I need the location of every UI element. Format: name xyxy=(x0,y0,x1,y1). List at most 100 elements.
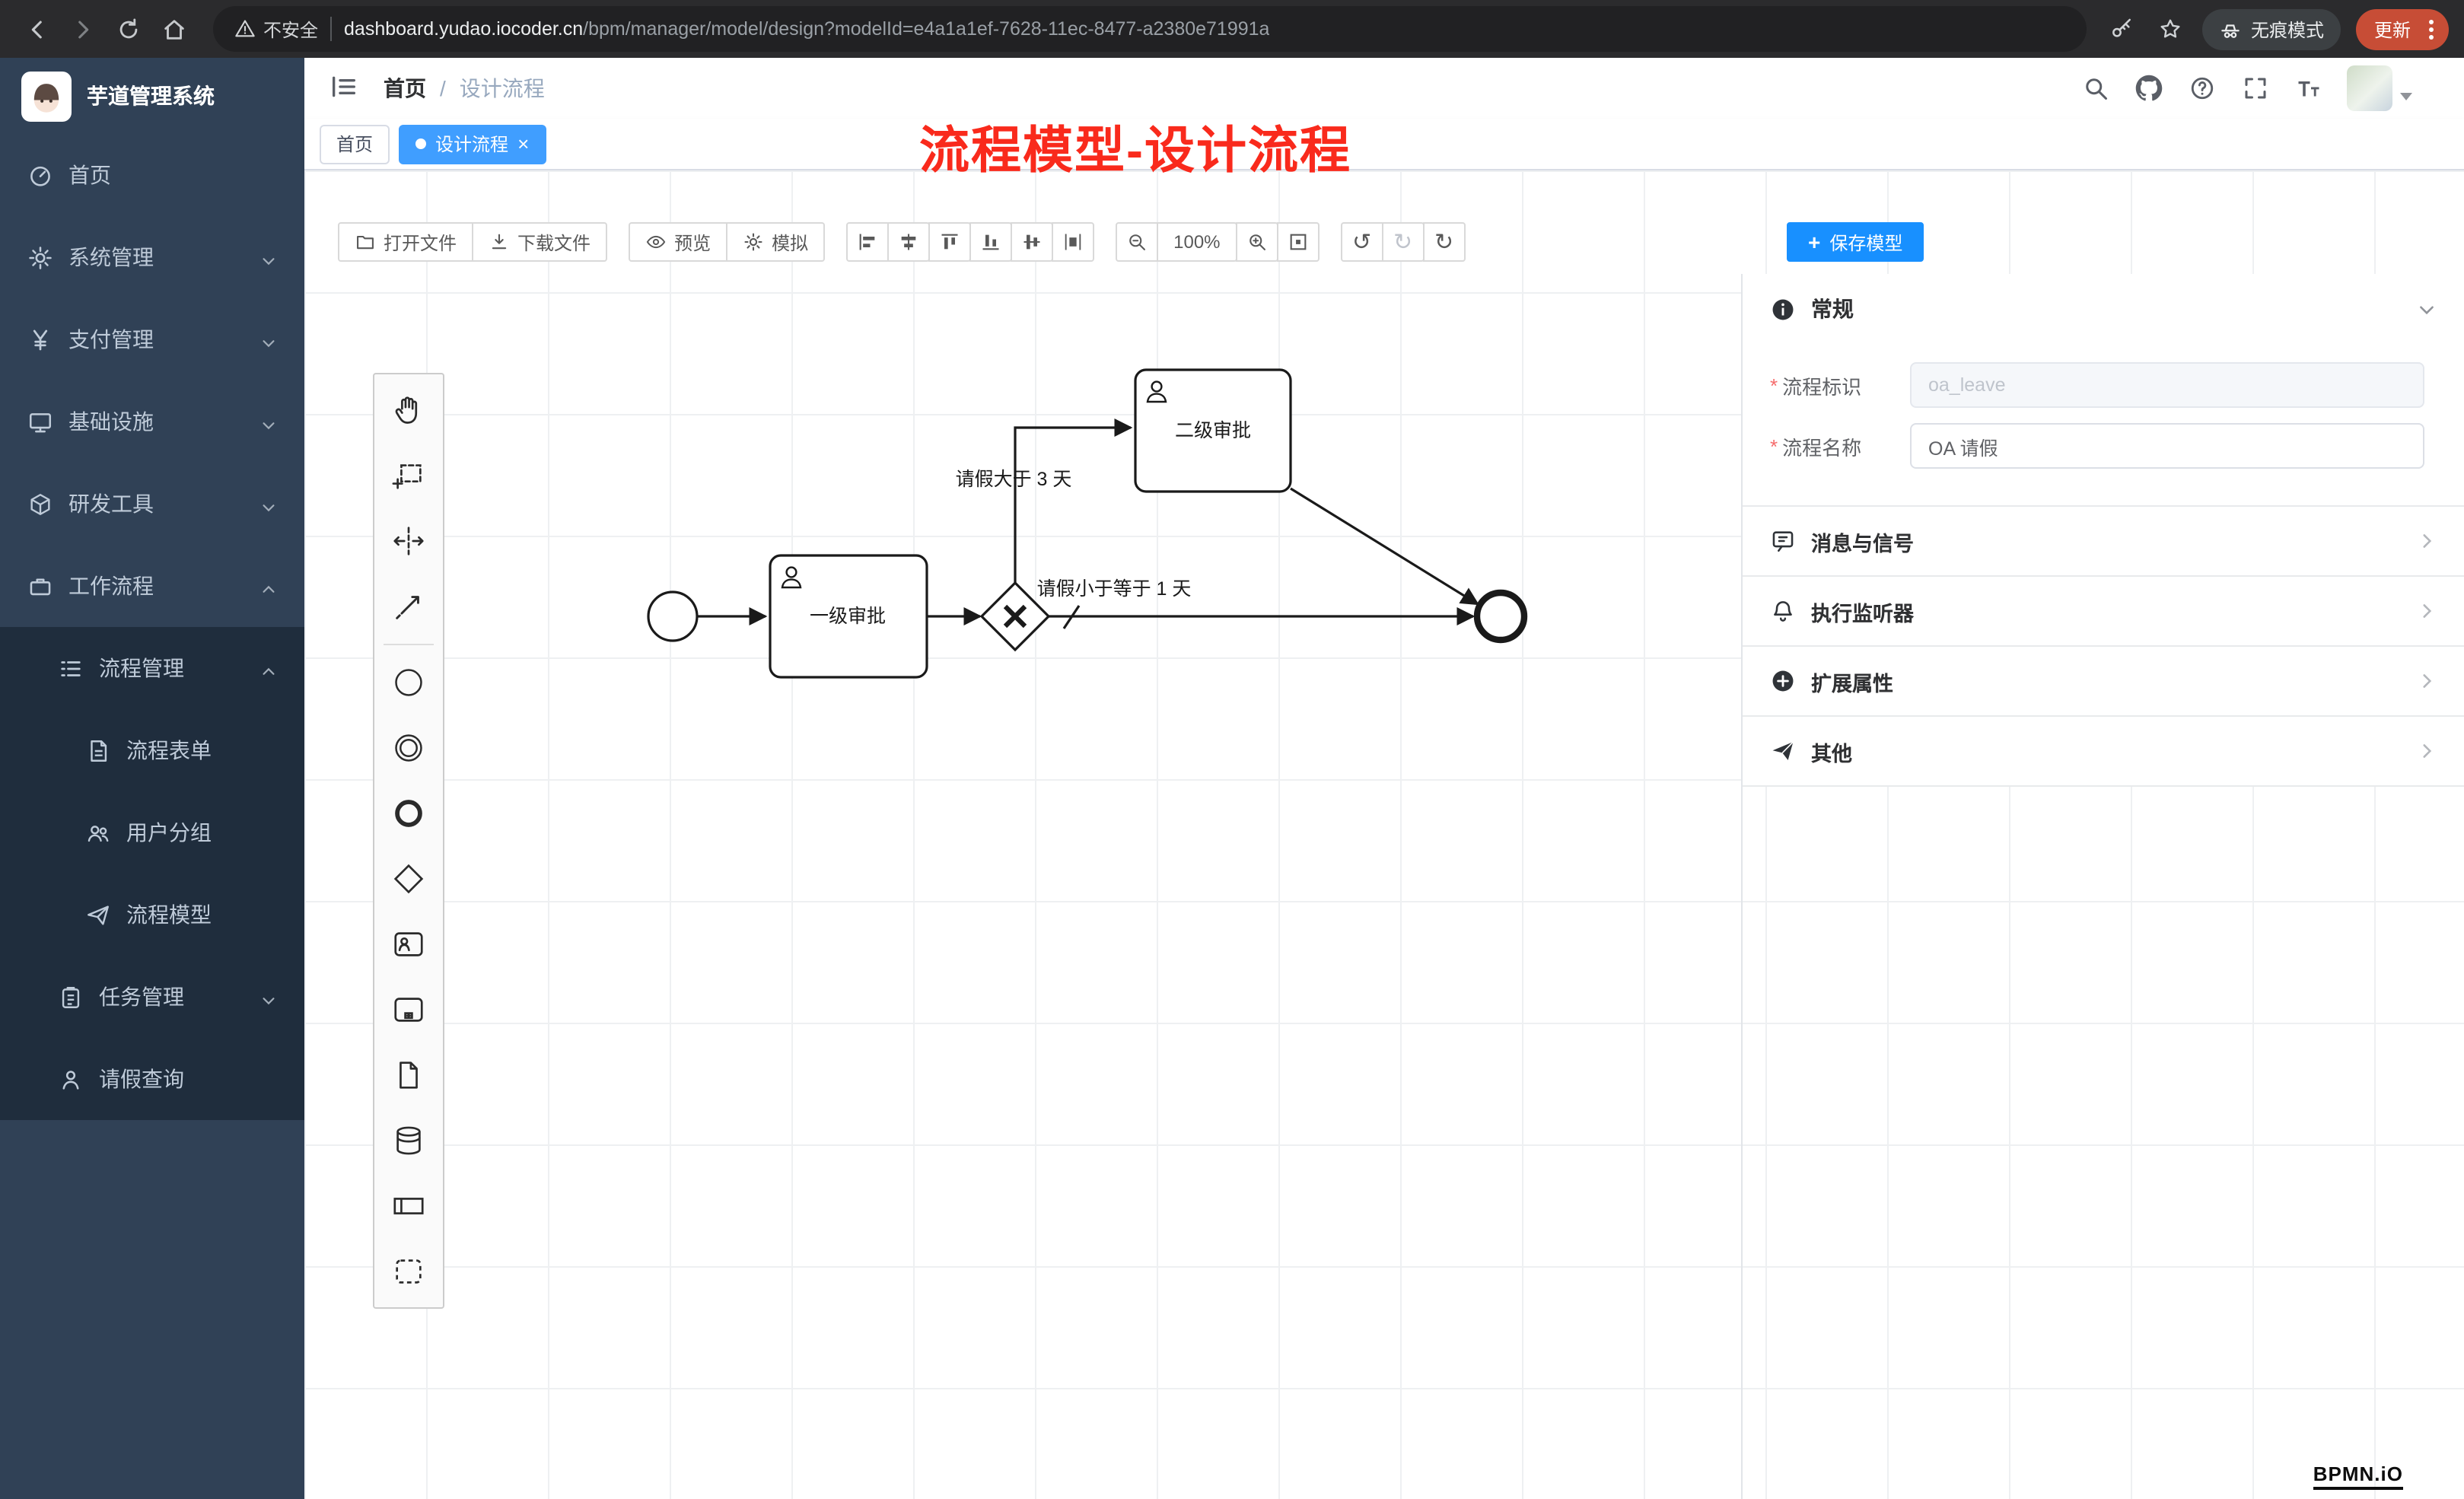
user-task-icon[interactable] xyxy=(374,912,443,977)
section-other[interactable]: 其他 xyxy=(1743,715,2464,785)
section-messages-signals[interactable]: 消息与信号 xyxy=(1743,505,2464,575)
breadcrumb-home[interactable]: 首页 xyxy=(384,76,426,100)
user-menu[interactable] xyxy=(2347,65,2412,111)
save-model-button[interactable]: + 保存模型 xyxy=(1787,222,1924,262)
sidebar-item-process-form[interactable]: 流程表单 xyxy=(0,709,304,791)
help-icon[interactable] xyxy=(2187,73,2217,103)
lasso-tool-icon[interactable] xyxy=(374,443,443,508)
zoom-in-button[interactable] xyxy=(1235,222,1278,262)
url-text[interactable]: dashboard.yudao.iocoder.cn/bpm/manager/m… xyxy=(344,18,1269,40)
user-task-level1[interactable]: 一级审批 xyxy=(769,554,928,679)
back-icon[interactable] xyxy=(15,8,58,50)
data-object-icon[interactable] xyxy=(374,1042,443,1108)
chevron-down-icon xyxy=(260,249,277,266)
security-label: 不安全 xyxy=(263,19,319,40)
download-file-button[interactable]: 下载文件 xyxy=(472,222,608,262)
align-horizontal-center-button[interactable] xyxy=(887,222,931,262)
bpmn-designer: 打开文件 下载文件 预览 xyxy=(304,170,2464,1499)
participant-icon[interactable] xyxy=(374,1173,443,1239)
undo-button[interactable]: ↺ xyxy=(1340,222,1383,262)
align-bottom-button[interactable] xyxy=(969,222,1013,262)
sequence-flows[interactable] xyxy=(697,419,1480,629)
subprocess-icon[interactable] xyxy=(374,977,443,1042)
sidebar-item-workflow[interactable]: 工作流程 xyxy=(0,545,304,627)
download-file-label: 下载文件 xyxy=(517,232,591,253)
bpmn-io-logo[interactable]: BPMN.iO xyxy=(2313,1462,2403,1490)
group-icon[interactable] xyxy=(374,1239,443,1304)
sidebar-item-system[interactable]: 系统管理 xyxy=(0,216,304,298)
breadcrumb-current: 设计流程 xyxy=(459,76,545,100)
flow-gateway-to-task2[interactable] xyxy=(1014,419,1133,586)
intermediate-event-icon[interactable] xyxy=(374,715,443,781)
chevron-right-icon xyxy=(2417,601,2437,621)
home-icon[interactable] xyxy=(152,8,195,50)
hand-tool-icon[interactable] xyxy=(374,377,443,443)
data-store-icon[interactable] xyxy=(374,1108,443,1173)
sidebar-item-leave-query[interactable]: 请假查询 xyxy=(0,1038,304,1120)
open-file-button[interactable]: 打开文件 xyxy=(338,222,474,262)
start-event[interactable] xyxy=(647,590,699,642)
app-header: 首页 / 设计流程 xyxy=(304,58,2464,119)
zoom-fit-button[interactable] xyxy=(1276,222,1320,262)
sidebar-item-process-management[interactable]: 流程管理 xyxy=(0,627,304,709)
simulate-button[interactable]: 模拟 xyxy=(726,222,826,262)
start-event-icon[interactable] xyxy=(374,650,443,715)
sidebar-item-infrastructure[interactable]: 基础设施 xyxy=(0,380,304,463)
sidebar-item-task-management[interactable]: 任务管理 xyxy=(0,956,304,1038)
password-key-icon[interactable] xyxy=(2105,12,2138,46)
browser-menu-icon[interactable] xyxy=(2423,19,2440,39)
user-task-level2[interactable]: 二级审批 xyxy=(1134,368,1292,493)
sidebar-item-process-model[interactable]: 流程模型 xyxy=(0,874,304,956)
forward-icon[interactable] xyxy=(61,8,103,50)
clipboard-icon xyxy=(58,984,84,1010)
space-tool-icon[interactable] xyxy=(374,508,443,574)
exclusive-gateway[interactable] xyxy=(979,581,1051,652)
sidebar-item-payment[interactable]: 支付管理 xyxy=(0,298,304,380)
dashboard-icon xyxy=(27,162,53,188)
security-warning[interactable]: 不安全 xyxy=(234,16,318,42)
sidebar-item-user-groups[interactable]: 用户分组 xyxy=(0,791,304,874)
search-icon[interactable] xyxy=(2080,73,2111,103)
align-left-button[interactable] xyxy=(846,222,890,262)
section-extended-attributes[interactable]: 扩展属性 xyxy=(1743,645,2464,715)
flow-label-le1[interactable]: 请假小于等于 1 天 xyxy=(1037,578,1192,600)
align-top-button[interactable] xyxy=(928,222,972,262)
task-label: 一级审批 xyxy=(810,606,886,627)
align-vertical-center-button[interactable] xyxy=(1011,222,1054,262)
process-key-input[interactable] xyxy=(1910,362,2424,408)
general-form: *流程标识 *流程名称 xyxy=(1743,344,2464,505)
zoom-level[interactable]: 100% xyxy=(1157,222,1237,262)
distribute-button[interactable] xyxy=(1052,222,1095,262)
end-event[interactable] xyxy=(1473,589,1528,644)
sidebar-item-home[interactable]: 首页 xyxy=(0,134,304,216)
avatar[interactable] xyxy=(2347,65,2392,111)
chevron-down-icon xyxy=(260,495,277,512)
url-bar[interactable]: 不安全 dashboard.yudao.iocoder.cn/bpm/manag… xyxy=(213,6,2087,52)
brand-title: 芋道管理系统 xyxy=(87,84,215,108)
github-icon[interactable] xyxy=(2134,73,2164,103)
sidebar-fold-icon[interactable] xyxy=(329,72,362,105)
section-execution-listeners[interactable]: 执行监听器 xyxy=(1743,575,2464,645)
download-icon xyxy=(492,234,507,250)
flow-label-gt3[interactable]: 请假大于 3 天 xyxy=(956,469,1072,490)
workflow-submenu: 流程管理 流程表单 用户分组 xyxy=(0,627,304,1120)
redo-button[interactable]: ↻ xyxy=(1381,222,1425,262)
end-event-icon[interactable] xyxy=(374,781,443,846)
process-name-input[interactable] xyxy=(1910,423,2424,469)
fullscreen-icon[interactable] xyxy=(2240,73,2271,103)
zoom-out-button[interactable] xyxy=(1116,222,1159,262)
sidebar-item-devtools[interactable]: 研发工具 xyxy=(0,463,304,545)
flow-task2-to-end[interactable] xyxy=(1290,487,1480,606)
close-icon[interactable]: × xyxy=(517,132,530,155)
exclusive-gateway-icon[interactable] xyxy=(374,846,443,912)
tab-home[interactable]: 首页 xyxy=(320,124,390,164)
global-connect-tool-icon[interactable] xyxy=(374,574,443,639)
reload-icon[interactable] xyxy=(107,8,149,50)
bookmark-star-icon[interactable] xyxy=(2154,12,2187,46)
section-general[interactable]: 常规 xyxy=(1743,274,2464,344)
preview-button[interactable]: 预览 xyxy=(629,222,728,262)
font-size-icon[interactable] xyxy=(2294,73,2324,103)
update-button[interactable]: 更新 xyxy=(2355,8,2449,49)
tab-design-process[interactable]: 设计流程 × xyxy=(399,124,546,164)
restart-button[interactable]: ↻ xyxy=(1422,222,1466,262)
